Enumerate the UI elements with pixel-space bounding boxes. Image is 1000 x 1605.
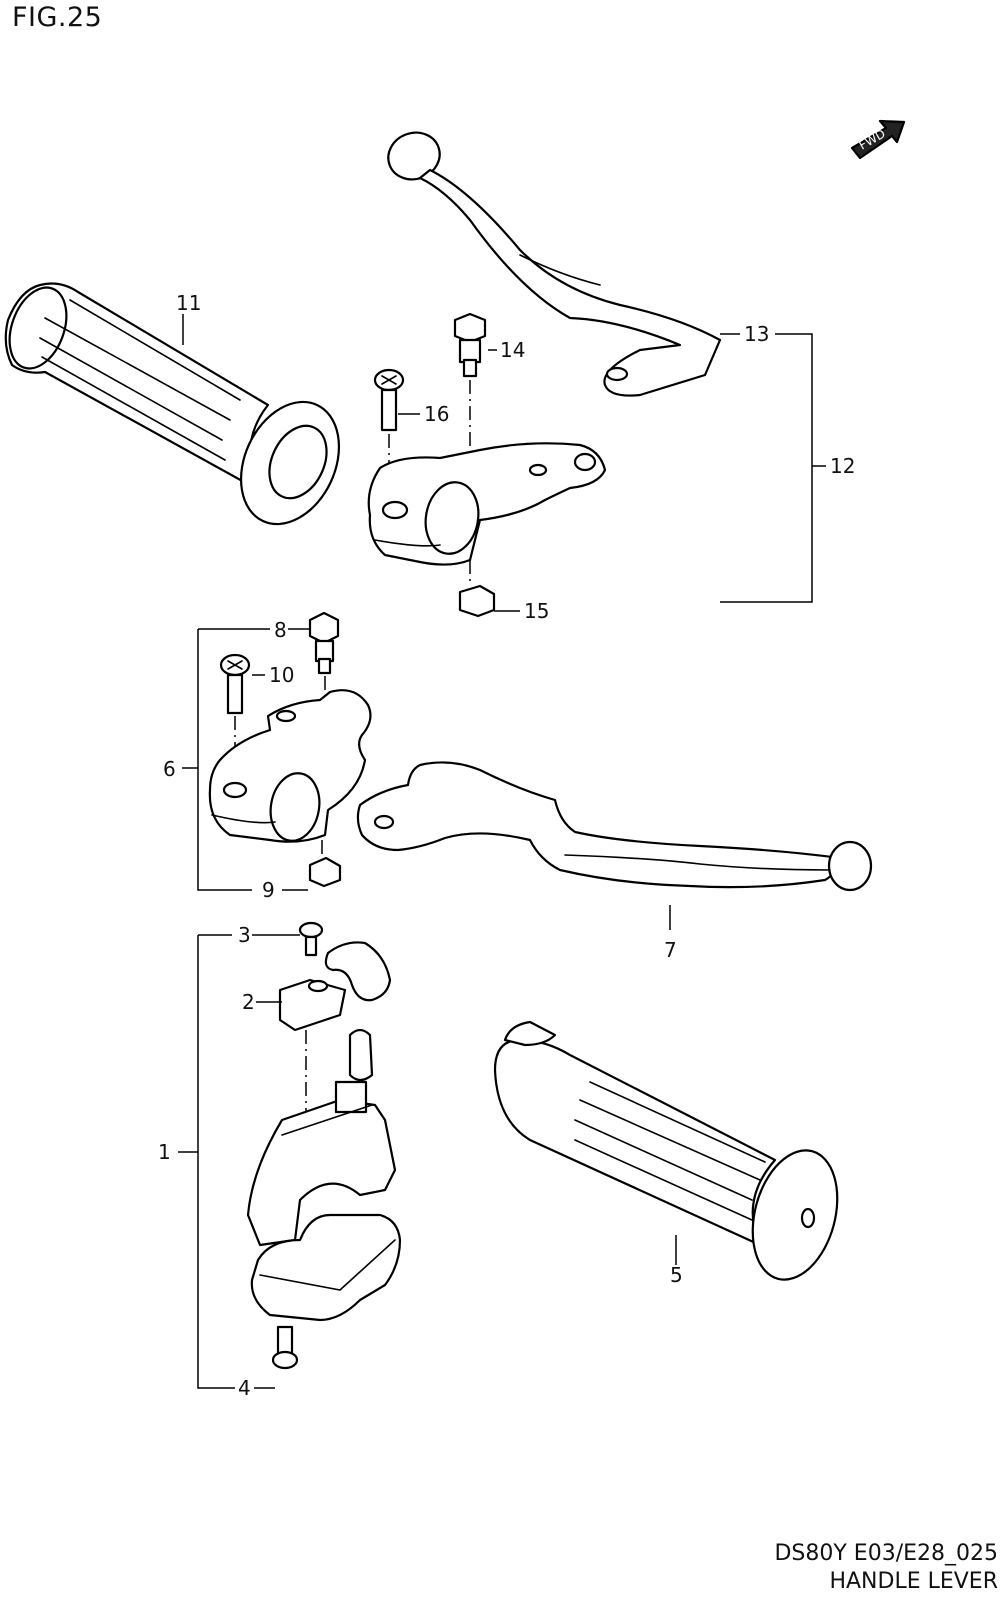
screw-4 <box>271 1325 299 1370</box>
cable-adjuster <box>324 941 392 1082</box>
screw-10 <box>219 653 251 715</box>
clutch-lever-holder <box>208 689 372 843</box>
bolt-8 <box>308 611 340 675</box>
callout-14: 14 <box>500 338 525 362</box>
nut-15 <box>458 584 496 618</box>
leader-lines <box>178 314 826 1389</box>
brake-lever-holder <box>367 442 607 566</box>
nut-9 <box>308 856 342 888</box>
callout-1: 1 <box>158 1140 171 1164</box>
callout-2: 2 <box>242 990 255 1014</box>
forward-arrow-icon: FWD <box>850 119 906 160</box>
right-grip <box>493 1020 839 1281</box>
switch-housing-lower <box>250 1213 402 1322</box>
figure-title: FIG.25 <box>12 2 103 33</box>
callout-5: 5 <box>670 1263 683 1287</box>
callout-7: 7 <box>664 938 677 962</box>
callout-3: 3 <box>238 923 251 947</box>
model-code: DS80Y E03/E28_025 <box>774 1541 998 1566</box>
front-brake-lever <box>387 131 722 397</box>
callout-8: 8 <box>274 618 287 642</box>
screw-3 <box>298 921 324 957</box>
figure-caption: HANDLE LEVER <box>829 1569 998 1594</box>
bolt-14 <box>453 312 487 378</box>
figure-footer: DS80Y E03/E28_025 HANDLE LEVER <box>774 1540 998 1596</box>
switch-housing-upper <box>246 1080 397 1247</box>
callout-6: 6 <box>163 757 176 781</box>
callout-4: 4 <box>238 1376 251 1400</box>
callout-15: 15 <box>524 599 549 623</box>
callout-12: 12 <box>830 454 855 478</box>
clamp-2 <box>278 978 347 1032</box>
callout-11: 11 <box>176 291 201 315</box>
left-grip <box>4 282 341 526</box>
clutch-lever <box>356 761 873 892</box>
screw-16 <box>373 368 405 432</box>
callout-16: 16 <box>424 402 449 426</box>
callout-9: 9 <box>262 878 275 902</box>
callout-10: 10 <box>269 663 294 687</box>
callout-13: 13 <box>744 322 769 346</box>
